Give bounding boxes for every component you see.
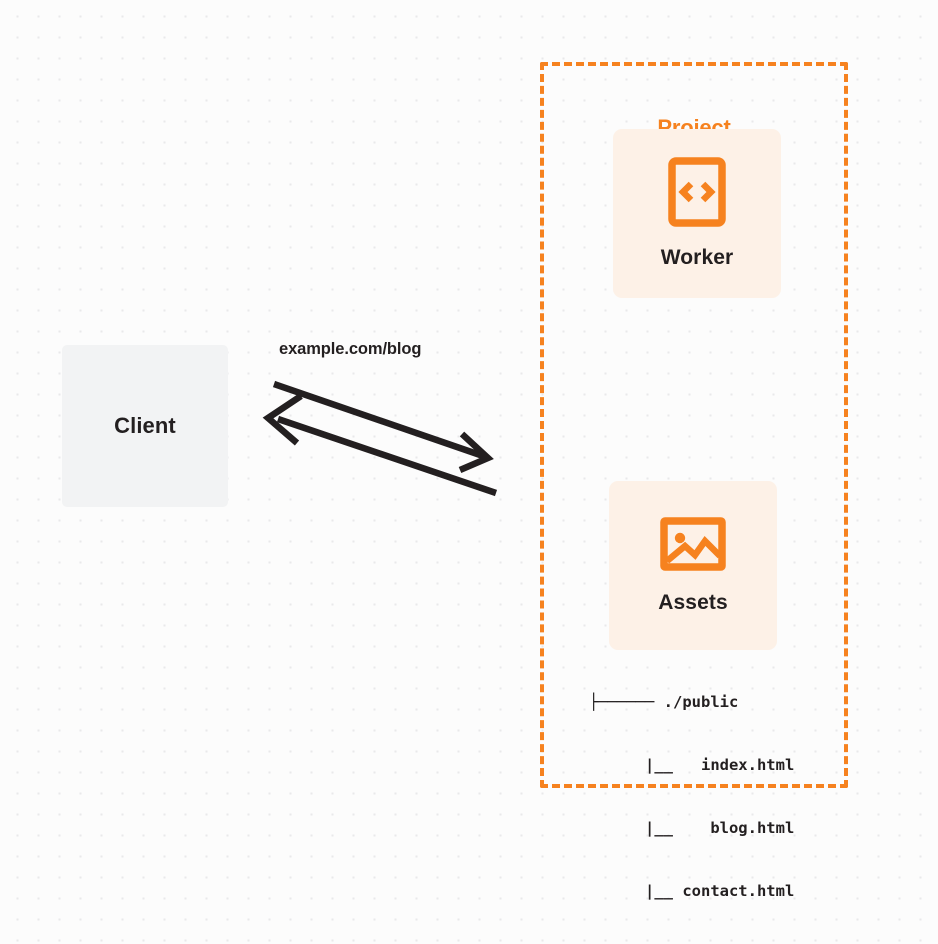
file-tree-line: ├────── ./public <box>589 693 739 711</box>
file-tree-line: |__ index.html <box>589 756 795 774</box>
assets-label: Assets <box>658 591 728 614</box>
file-tree-line: |__ blog.html <box>589 819 795 837</box>
response-arrow <box>262 393 498 497</box>
worker-node[interactable]: Worker <box>613 129 781 298</box>
request-arrow <box>272 380 494 473</box>
client-label: Client <box>114 413 176 438</box>
assets-node[interactable]: Assets <box>609 481 777 650</box>
worker-label: Worker <box>660 246 734 269</box>
request-url-label: example.com/blog <box>279 340 422 358</box>
file-tree-line: |__ contact.html <box>589 882 795 900</box>
client-node[interactable]: Client <box>62 345 228 507</box>
assets-file-tree: ├────── ./public |__ index.html |__ blog… <box>589 650 794 944</box>
image-icon <box>660 516 726 577</box>
diagram-canvas: Client example.com/blog Project Worker <box>62 62 848 900</box>
code-brackets-icon <box>668 157 726 232</box>
